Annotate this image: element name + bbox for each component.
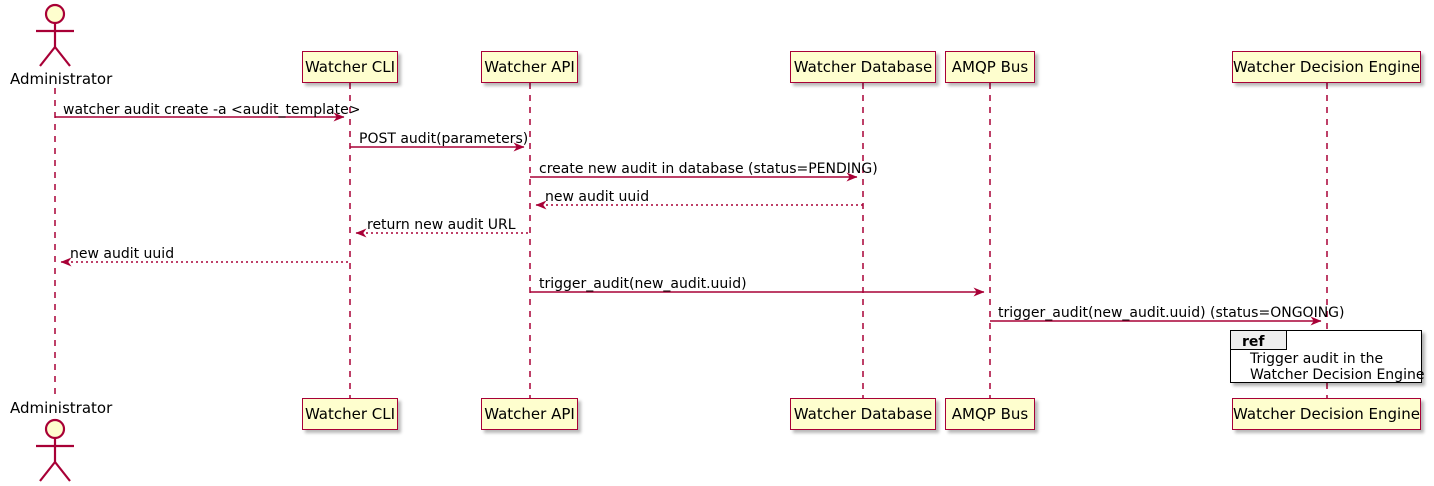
- participant-label: AMQP Bus: [951, 404, 1029, 423]
- participant-box-watcher-database-bottom[interactable]: Watcher Database: [790, 398, 936, 430]
- message-label-4: new audit uuid: [545, 189, 650, 205]
- participant-box-watcher-api-top[interactable]: Watcher API: [481, 51, 578, 83]
- participant-label: Watcher Database: [793, 404, 933, 423]
- message-arrows: [55, 112, 1322, 326]
- participant-box-watcher-database-top[interactable]: Watcher Database: [790, 51, 936, 83]
- participant-box-watcher-cli-top[interactable]: Watcher CLI: [302, 51, 398, 83]
- participant-box-watcher-decision-engine-bottom[interactable]: Watcher Decision Engine: [1232, 398, 1421, 430]
- participant-box-amqp-bus-top[interactable]: AMQP Bus: [945, 51, 1035, 83]
- participant-label: Watcher Decision Engine: [1233, 57, 1420, 76]
- participant-label: Watcher Decision Engine: [1233, 404, 1420, 423]
- actor-administrator-bottom-glyph: [36, 418, 74, 482]
- lifelines: [54, 83, 1328, 398]
- participant-label: Watcher Database: [793, 57, 933, 76]
- ref-fragment-line-2: Watcher Decision Engine: [1250, 367, 1425, 383]
- participant-label: Watcher API: [484, 57, 575, 76]
- participant-label: AMQP Bus: [951, 57, 1029, 76]
- participant-box-amqp-bus-bottom[interactable]: AMQP Bus: [945, 398, 1035, 430]
- ref-fragment-tab-label: ref: [1242, 334, 1265, 350]
- ref-fragment-box[interactable]: [1230, 330, 1422, 383]
- message-label-8: trigger_audit(new_audit.uuid) (status=ON…: [998, 305, 1345, 321]
- message-label-3: create new audit in database (status=PEN…: [539, 161, 878, 177]
- ref-fragment-tab: [1231, 331, 1287, 350]
- actor-label-administrator-bottom: Administrator: [10, 399, 113, 417]
- participant-box-watcher-api-bottom[interactable]: Watcher API: [481, 398, 578, 430]
- message-label-7: trigger_audit(new_audit.uuid): [539, 276, 747, 292]
- message-label-2: POST audit(parameters): [359, 131, 529, 147]
- participant-box-watcher-decision-engine-top[interactable]: Watcher Decision Engine: [1232, 51, 1421, 83]
- message-label-1: watcher audit create -a <audit_template>: [63, 102, 361, 118]
- actor-administrator-top-glyph: [36, 3, 74, 67]
- participant-label: Watcher CLI: [304, 57, 396, 76]
- participant-label: Watcher CLI: [304, 404, 396, 423]
- participant-label: Watcher API: [484, 404, 575, 423]
- participant-box-watcher-cli-bottom[interactable]: Watcher CLI: [302, 398, 398, 430]
- message-label-6: new audit uuid: [70, 246, 175, 262]
- ref-fragment-line-1: Trigger audit in the: [1250, 351, 1384, 367]
- message-label-5: return new audit URL: [367, 217, 516, 233]
- actor-label-administrator-top: Administrator: [10, 70, 113, 88]
